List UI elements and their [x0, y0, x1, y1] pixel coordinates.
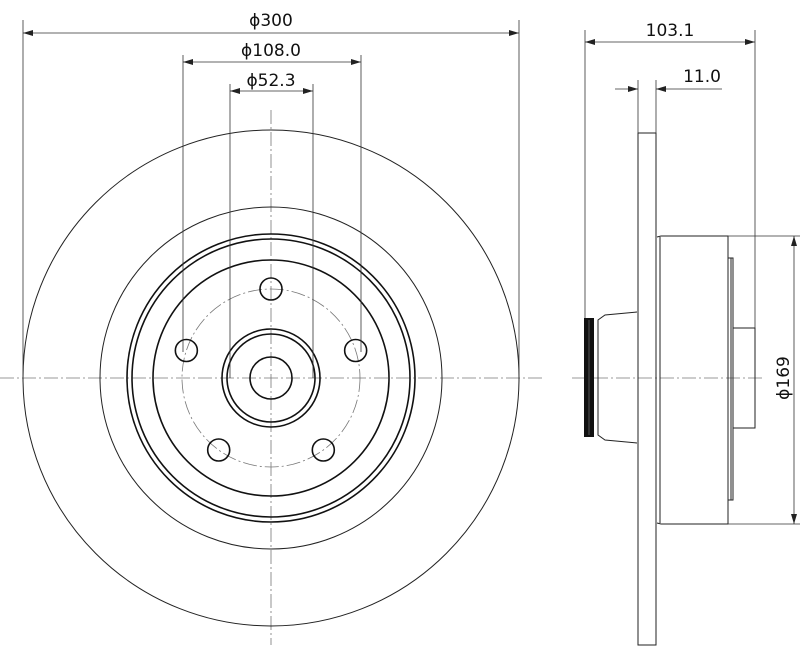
front-dimensions: ϕ300 ϕ108.0 ϕ52.3 — [22, 11, 520, 378]
hub-body — [656, 235, 729, 525]
side-dimensions: 103.1 11.0 ϕ169 — [584, 21, 800, 525]
bolt-hole — [259, 277, 283, 301]
side-view — [572, 132, 765, 646]
friction-ring-inner-edge — [99, 206, 443, 550]
hub-inner — [226, 333, 316, 423]
bolt-hole — [343, 338, 368, 363]
hat-face — [152, 259, 390, 497]
outer-diameter-label: ϕ300 — [249, 11, 293, 31]
hub-diameter-label: ϕ169 — [774, 356, 794, 400]
bolt-circle — [181, 288, 361, 468]
hat-step — [131, 238, 411, 518]
center-bore-label: ϕ52.3 — [246, 71, 295, 91]
bolt-holes — [174, 277, 368, 462]
hub-stub — [732, 327, 756, 429]
bearing-cone — [597, 311, 638, 444]
disc-plate — [637, 132, 657, 646]
overall-height-label: 103.1 — [646, 21, 695, 41]
center-bore — [249, 356, 293, 400]
bolt-hole — [206, 438, 231, 462]
hub-outer — [221, 328, 321, 428]
bolt-circle-label: ϕ108.0 — [241, 41, 301, 61]
bolt-hole — [311, 438, 336, 462]
front-view — [0, 110, 545, 645]
hat-outer-edge — [126, 233, 416, 523]
disc-thickness-label: 11.0 — [683, 67, 721, 87]
bolt-hole — [174, 338, 199, 363]
